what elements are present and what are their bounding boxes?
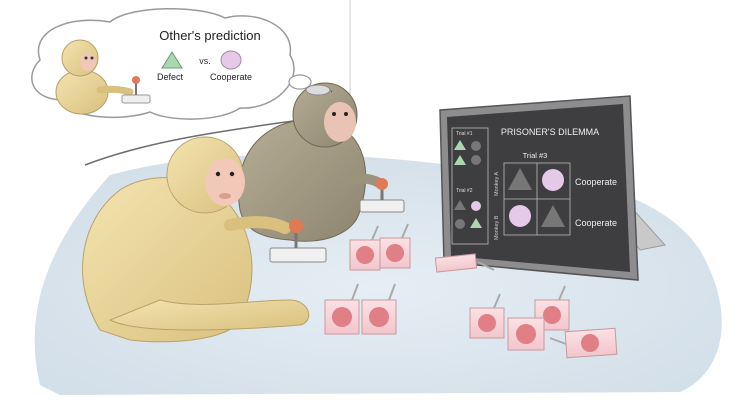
monitor-title: PRISONER'S DILEMMA [501,127,599,137]
juice-box [549,327,618,359]
bubble-defect-label: Defect [157,72,184,82]
front-monkey [82,136,327,343]
juice-box [379,223,411,269]
defect-triangle-icon [161,51,183,69]
cooperate-circle-icon [220,50,242,70]
thought-bubble: Other's prediction vs. Defect Cooperate [31,8,325,120]
back-monkey [238,82,405,242]
bubble-vs: vs. [199,56,211,66]
juice-box-tipped [434,253,495,273]
outcome-a: Cooperate [575,177,617,187]
juice-box [469,293,505,339]
juice-boxes [324,223,618,359]
outcome-b: Cooperate [575,218,617,228]
b-choice-cooperate [509,205,531,227]
thought-trail-line [84,119,301,166]
a-choice-cooperate [542,169,564,191]
trial-2-label: Trial #2 [456,188,473,194]
juice-box [507,317,545,351]
juice-box [324,283,360,335]
juice-box [349,225,381,271]
trial-3-label: Trial #3 [523,151,548,160]
monkey-a-label: Monkey A [494,172,500,196]
bubble-cooperate-label: Cooperate [210,72,252,82]
bubble-title: Other's prediction [159,28,260,43]
bubble-monkey [55,39,151,115]
monkey-b-label: Monkey B [494,215,500,240]
monitor: Trial #1 Trial #2 PRISONER'S DILEMMA Tri… [439,95,666,281]
trial-1-label: Trial #1 [456,131,473,137]
juice-box [361,283,397,335]
